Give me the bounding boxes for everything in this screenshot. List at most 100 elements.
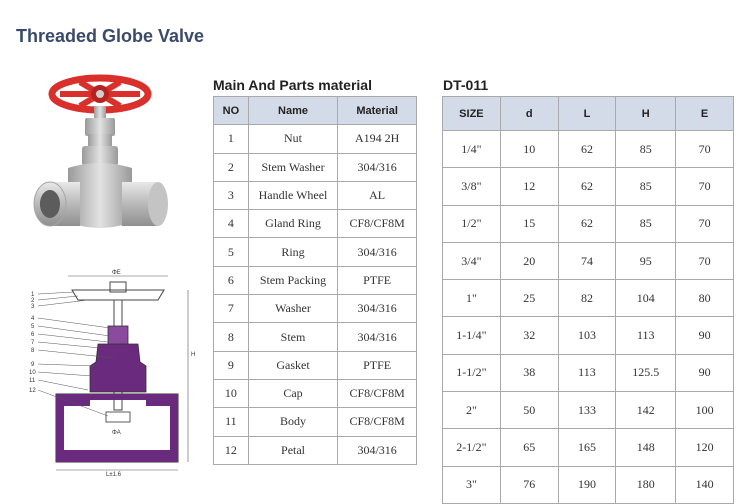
table-cell: 70 bbox=[675, 241, 734, 281]
dim-top-label: ΦE bbox=[112, 270, 121, 276]
table-cell: PTFE bbox=[337, 350, 417, 380]
header-d: d bbox=[499, 96, 559, 131]
table-cell: 103 bbox=[557, 316, 617, 355]
callout-1: 1 bbox=[31, 292, 35, 298]
table-cell: 85 bbox=[615, 167, 677, 206]
table-cell: CF8/CF8M bbox=[337, 209, 417, 239]
table-cell: AL bbox=[337, 180, 417, 211]
table-cell: 304/316 bbox=[337, 152, 417, 182]
callout-10: 10 bbox=[29, 370, 36, 376]
table-cell: CF8/CF8M bbox=[337, 407, 417, 437]
header-name: Name bbox=[247, 95, 339, 126]
table-cell: 1/4" bbox=[442, 129, 501, 169]
header-size: SIZE bbox=[442, 96, 501, 131]
table-cell: CF8/CF8M bbox=[337, 378, 417, 409]
table-cell: 20 bbox=[499, 241, 559, 281]
table-cell: Gland Ring bbox=[247, 209, 339, 239]
table-cell: 1" bbox=[442, 279, 501, 318]
table-cell: 3/4" bbox=[442, 241, 501, 281]
table-cell: 1-1/2" bbox=[442, 353, 501, 393]
callout-2: 2 bbox=[31, 298, 35, 304]
handwheel-icon bbox=[48, 74, 152, 114]
callout-7: 7 bbox=[31, 340, 35, 346]
callout-numbers: 1 2 3 4 5 6 7 8 9 10 11 12 bbox=[29, 292, 36, 394]
valve-photo bbox=[33, 74, 168, 228]
callout-3: 3 bbox=[31, 304, 35, 310]
table-cell: 113 bbox=[615, 316, 677, 355]
dim-length-label: L±1.6 bbox=[106, 472, 122, 478]
table-cell: 180 bbox=[615, 465, 677, 504]
table-cell: 148 bbox=[615, 428, 677, 467]
table-cell: 62 bbox=[557, 204, 617, 243]
table-cell: 120 bbox=[675, 428, 734, 467]
header-l: L bbox=[557, 96, 617, 131]
dimensions-table-title: DT-011 bbox=[443, 77, 489, 93]
table-cell: 6 bbox=[213, 265, 249, 296]
table-cell: 9 bbox=[213, 350, 249, 380]
table-cell: A194 2H bbox=[337, 124, 417, 154]
table-cell: 38 bbox=[499, 353, 559, 393]
table-cell: 70 bbox=[675, 129, 734, 169]
table-cell: 90 bbox=[675, 316, 734, 355]
table-cell: 2" bbox=[442, 391, 501, 430]
table-cell: 113 bbox=[557, 353, 617, 393]
table-cell: 32 bbox=[499, 316, 559, 355]
table-cell: 65 bbox=[499, 428, 559, 467]
table-cell: 165 bbox=[557, 428, 617, 467]
table-cell: 2-1/2" bbox=[442, 428, 501, 467]
table-cell: 85 bbox=[615, 129, 677, 169]
table-cell: 80 bbox=[675, 279, 734, 318]
header-h: H bbox=[615, 96, 677, 131]
table-cell: Stem Washer bbox=[247, 152, 339, 182]
table-cell: 15 bbox=[499, 204, 559, 243]
valve-section-drawing: ΦE ΦA L±1.6 H 1 2 3 4 5 6 7 8 9 bbox=[29, 270, 195, 478]
table-cell: 100 bbox=[675, 391, 734, 430]
table-cell: 140 bbox=[675, 465, 734, 504]
table-cell: 190 bbox=[557, 465, 617, 504]
table-cell: 12 bbox=[213, 435, 249, 465]
page-title: Threaded Globe Valve bbox=[16, 26, 205, 46]
table-cell: Handle Wheel bbox=[247, 180, 339, 211]
table-cell: 1/2" bbox=[442, 204, 501, 243]
callout-12: 12 bbox=[29, 388, 36, 394]
table-cell: 1-1/4" bbox=[442, 316, 501, 355]
table-cell: PTFE bbox=[337, 265, 417, 296]
table-cell: 70 bbox=[675, 204, 734, 243]
table-cell: 133 bbox=[557, 391, 617, 430]
header-no: NO bbox=[213, 95, 249, 126]
table-cell: 3/8" bbox=[442, 167, 501, 206]
table-cell: 304/316 bbox=[337, 322, 417, 352]
table-header-row: SIZE d L H E bbox=[442, 96, 734, 131]
table-cell: 1 bbox=[213, 124, 249, 154]
callout-6: 6 bbox=[31, 332, 35, 338]
table-cell: Gasket bbox=[247, 350, 339, 380]
table-cell: 25 bbox=[499, 279, 559, 318]
table-cell: 3 bbox=[213, 180, 249, 211]
table-cell: 50 bbox=[499, 391, 559, 430]
table-cell: 76 bbox=[499, 465, 559, 504]
callout-4: 4 bbox=[31, 316, 35, 322]
header-material: Material bbox=[337, 95, 417, 126]
table-cell: 70 bbox=[675, 167, 734, 206]
table-cell: 304/316 bbox=[337, 435, 417, 465]
table-cell: 304/316 bbox=[337, 294, 417, 324]
